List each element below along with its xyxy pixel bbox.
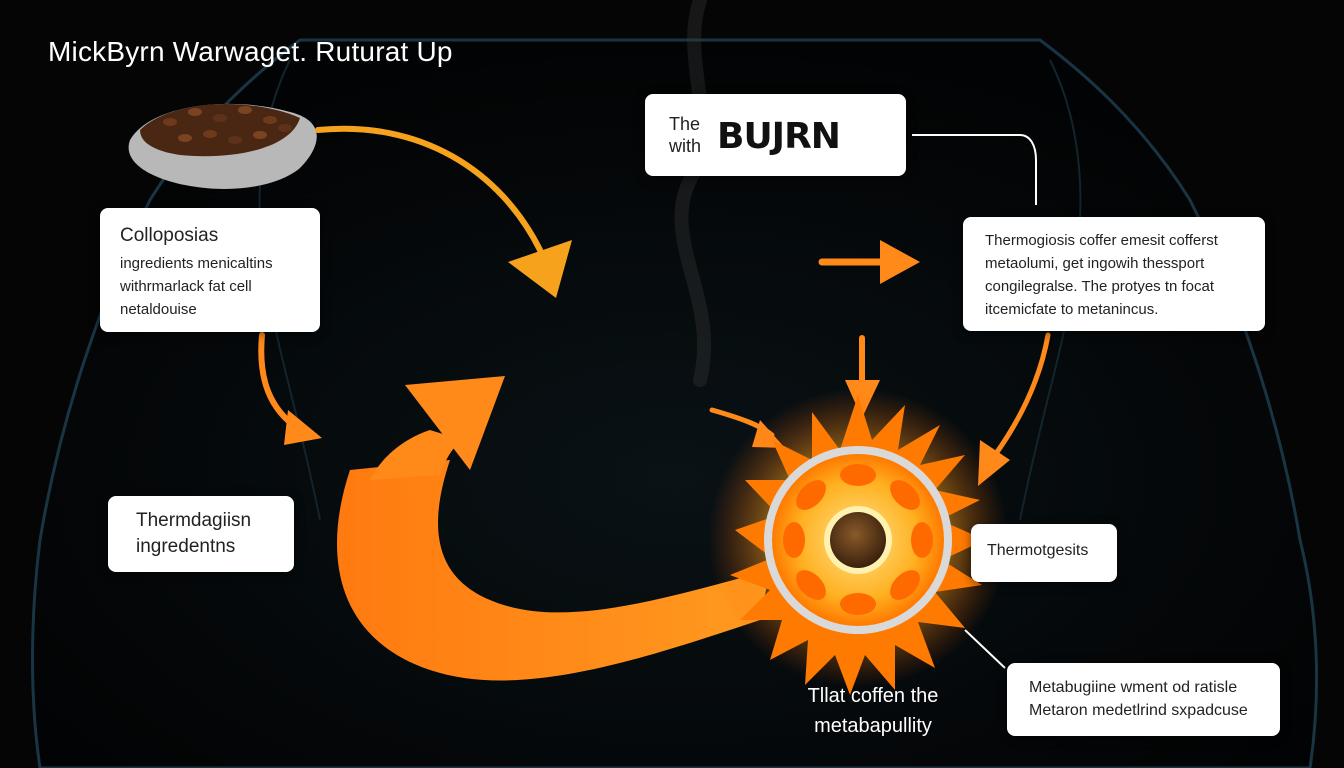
burn-small-top: The bbox=[669, 114, 701, 134]
thermo-info-line-3: congilegralse. The protyes tn focat bbox=[985, 278, 1215, 295]
page-title: MickByrn Warwaget. Ruturat Up bbox=[48, 36, 453, 67]
colloposias-line-3: netaldouise bbox=[120, 301, 197, 318]
colloposias-heading: Colloposias bbox=[120, 225, 219, 246]
colloposias-line-2: withrmarlack fat cell bbox=[120, 278, 252, 295]
colloposias-card: Colloposias ingredients menicaltins with… bbox=[100, 208, 320, 332]
cell-caption: Tllat coffen the metabapullity bbox=[790, 681, 956, 741]
big-swoosh-arrow bbox=[336, 376, 770, 681]
thermdagiisn-card: Thermdagiisn ingredentns bbox=[108, 496, 294, 572]
connector-burn-to-info bbox=[912, 134, 1037, 205]
caption-line-1: Tllat coffen the bbox=[807, 685, 939, 707]
thermdag-line-2: ingredentns bbox=[136, 536, 236, 557]
arrow-left-curve bbox=[258, 332, 322, 445]
steam-wisp bbox=[674, 0, 712, 387]
burn-small-bottom: with bbox=[669, 136, 702, 156]
coffee-beans-icon bbox=[128, 103, 317, 189]
burn-logo-card: The with BUJRN bbox=[645, 94, 906, 176]
colloposias-line-1: ingredients menicaltins bbox=[120, 255, 273, 272]
thermogiosis-info-card: Thermogiosis coffer emesit cofferst meta… bbox=[963, 217, 1265, 331]
burn-logo: BUJRN bbox=[717, 116, 841, 157]
thermotgesits-card: Thermotgesits bbox=[971, 524, 1117, 582]
metab-line-1: Metabugiine wment od ratisle bbox=[1029, 679, 1238, 696]
thermo-label: Thermotgesits bbox=[987, 542, 1089, 559]
connector-cell-to-metab bbox=[964, 629, 1006, 669]
thermo-info-line-2: metaolumi, get ingowih thessport bbox=[985, 255, 1205, 272]
thermo-info-line-1: Thermogiosis coffer emesit cofferst bbox=[985, 232, 1218, 249]
arrow-beans-to-burst bbox=[315, 125, 572, 298]
thermo-info-line-4: itcemicfate to metanincus. bbox=[985, 301, 1159, 318]
metab-line-2: Metaron medetlrind sxpadcuse bbox=[1029, 702, 1248, 719]
thermdag-line-1: Thermdagiisn bbox=[136, 510, 252, 531]
fat-cell-burst bbox=[708, 388, 1008, 695]
caption-line-2: metabapullity bbox=[814, 715, 932, 737]
metabugiine-card: Metabugiine wment od ratisle Metaron med… bbox=[1007, 663, 1280, 736]
arrow-right-small bbox=[818, 240, 920, 284]
